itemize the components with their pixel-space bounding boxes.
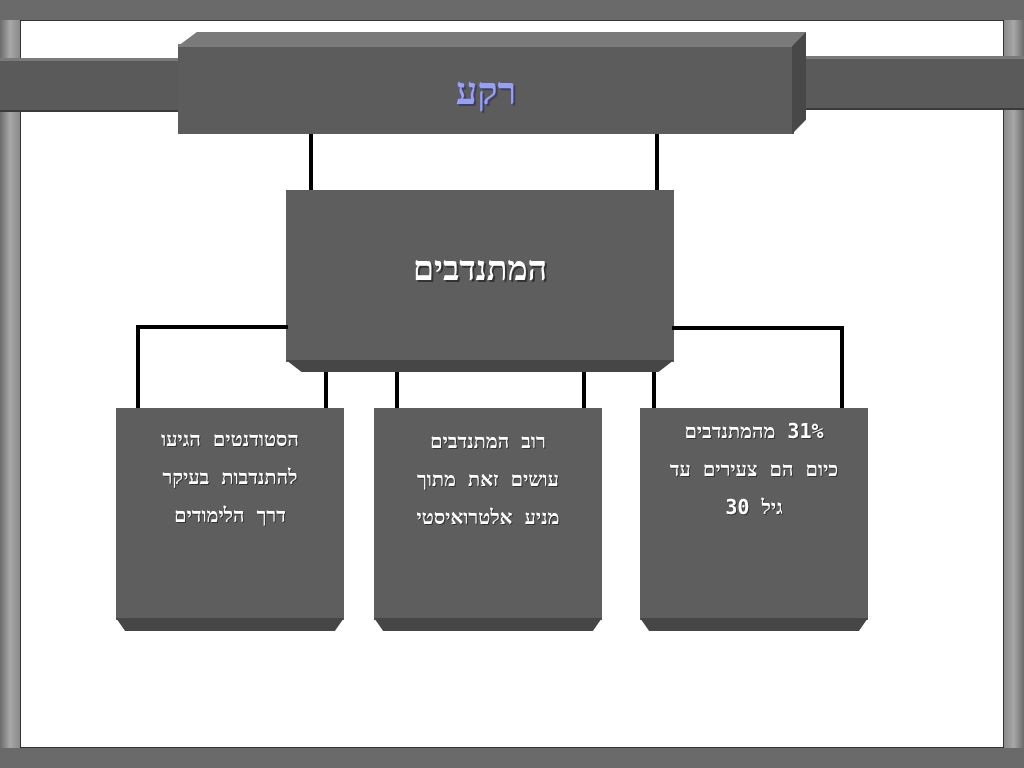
main-box-label: המתנדבים <box>412 249 548 289</box>
connector-title-right <box>655 134 659 192</box>
detail-box-3-line-3: גיל 30 <box>725 495 783 519</box>
title-box-top-face <box>178 32 806 46</box>
detail-box-1-base <box>116 618 344 631</box>
connector-main-4 <box>652 372 656 414</box>
detail-box-3-line-1: 31% מהמתנדבים <box>684 419 824 443</box>
connector-left-vertical <box>136 325 140 411</box>
detail-box-3: 31% מהמתנדבים כיום הם צעירים עד גיל 30 <box>640 408 868 620</box>
connector-main-1 <box>324 372 328 410</box>
detail-box-2-line-2: עושים זאת מתוך <box>416 467 559 491</box>
detail-box-2-line-3: מניע אלטרואיסטי <box>416 505 560 529</box>
title-box: רקע <box>178 44 794 134</box>
header-band-left <box>0 58 185 112</box>
connector-left-horizontal <box>136 325 288 329</box>
main-box: המתנדבים <box>286 190 674 362</box>
detail-box-2-base <box>374 618 602 631</box>
main-box-base <box>286 360 674 372</box>
connector-main-2 <box>395 372 399 410</box>
detail-box-1-line-1: הסטודנטים הגיעו <box>161 427 299 451</box>
detail-box-3-base <box>640 618 868 631</box>
frame-top <box>0 0 1024 20</box>
header-band-right <box>798 56 1024 110</box>
connector-main-3 <box>582 372 586 410</box>
frame-bottom <box>0 748 1024 768</box>
title-box-side-face <box>792 32 806 134</box>
detail-box-1-line-3: דרך הלימודים <box>174 503 286 527</box>
detail-box-3-line-2: כיום הם צעירים עד <box>669 457 839 481</box>
detail-box-2: רוב המתנדבים עושים זאת מתוך מניע אלטרואי… <box>374 408 602 620</box>
connector-right-horizontal <box>672 326 844 330</box>
connector-title-left <box>309 134 313 192</box>
connector-right-vertical <box>840 326 844 414</box>
detail-box-2-line-1: רוב המתנדבים <box>430 429 546 453</box>
detail-box-1-line-2: להתנדבות בעיקר <box>162 465 298 489</box>
detail-box-1: הסטודנטים הגיעו להתנדבות בעיקר דרך הלימו… <box>116 408 344 620</box>
slide-title: רקע <box>455 67 517 113</box>
